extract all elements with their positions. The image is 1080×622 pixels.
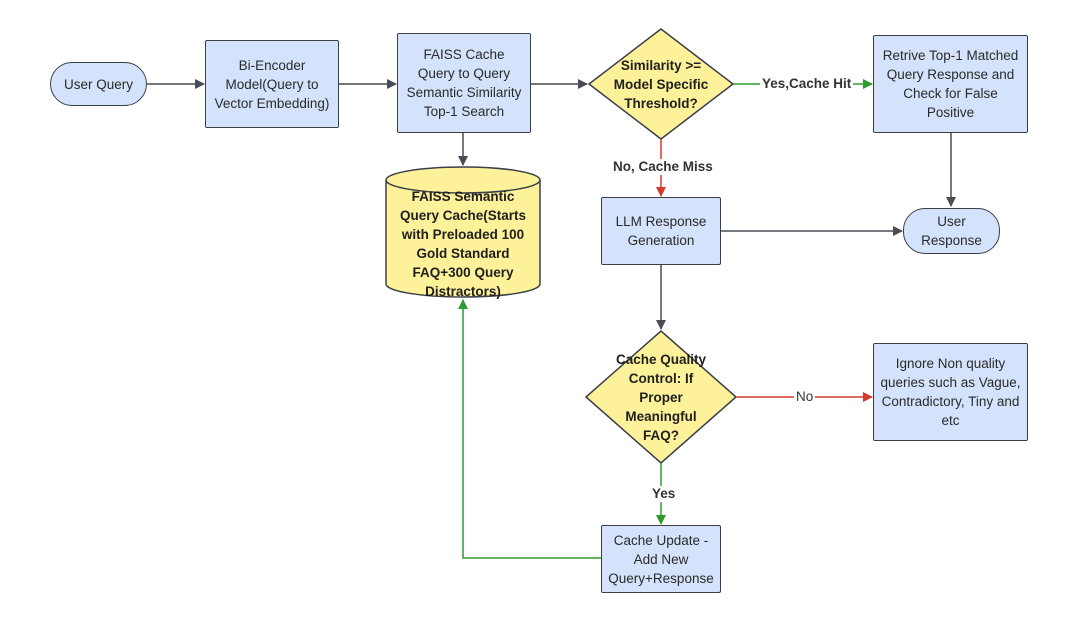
arrow-update-to-cache bbox=[458, 299, 601, 559]
llm-generation-label: LLM Response Generation bbox=[615, 214, 707, 248]
bi-encoder-box: Bi-Encoder Model(Query to Vector Embeddi… bbox=[205, 40, 339, 128]
no-label: No bbox=[794, 389, 816, 405]
similarity-text: Similarity >= Model Specific Threshold? bbox=[613, 57, 709, 111]
user-response-terminal: User Response bbox=[903, 208, 1000, 254]
ignore-box: Ignore Non quality queries such as Vague… bbox=[873, 343, 1028, 441]
retrieve-box: Retrive Top-1 Matched Query Response and… bbox=[873, 35, 1028, 133]
faiss-cache-text: FAISS Semantic Query Cache(Starts with P… bbox=[399, 189, 527, 299]
quality-text: Cache Quality Control: If Proper Meaning… bbox=[615, 351, 707, 443]
user-response-label: User Response bbox=[921, 214, 982, 248]
user-query-label: User Query bbox=[63, 76, 134, 92]
faiss-cache-cylinder bbox=[385, 166, 541, 298]
cache-hit-label: Yes,Cache Hit bbox=[760, 76, 854, 92]
ignore-label: Ignore Non quality queries such as Vague… bbox=[880, 356, 1021, 428]
faiss-search-label: FAISS Cache Query to Query Semantic Simi… bbox=[406, 47, 522, 119]
user-query-terminal: User Query bbox=[50, 62, 147, 106]
cache-update-label: Cache Update - Add New Query+Response bbox=[608, 532, 714, 586]
retrieve-label: Retrive Top-1 Matched Query Response and… bbox=[882, 48, 1019, 120]
bi-encoder-label: Bi-Encoder Model(Query to Vector Embeddi… bbox=[214, 57, 330, 111]
llm-generation-box: LLM Response Generation bbox=[601, 197, 721, 265]
yes-label: Yes bbox=[650, 486, 678, 502]
cache-update-box: Cache Update - Add New Query+Response bbox=[601, 525, 721, 593]
faiss-search-box: FAISS Cache Query to Query Semantic Simi… bbox=[397, 33, 531, 133]
cache-miss-label: No, Cache Miss bbox=[611, 159, 715, 175]
